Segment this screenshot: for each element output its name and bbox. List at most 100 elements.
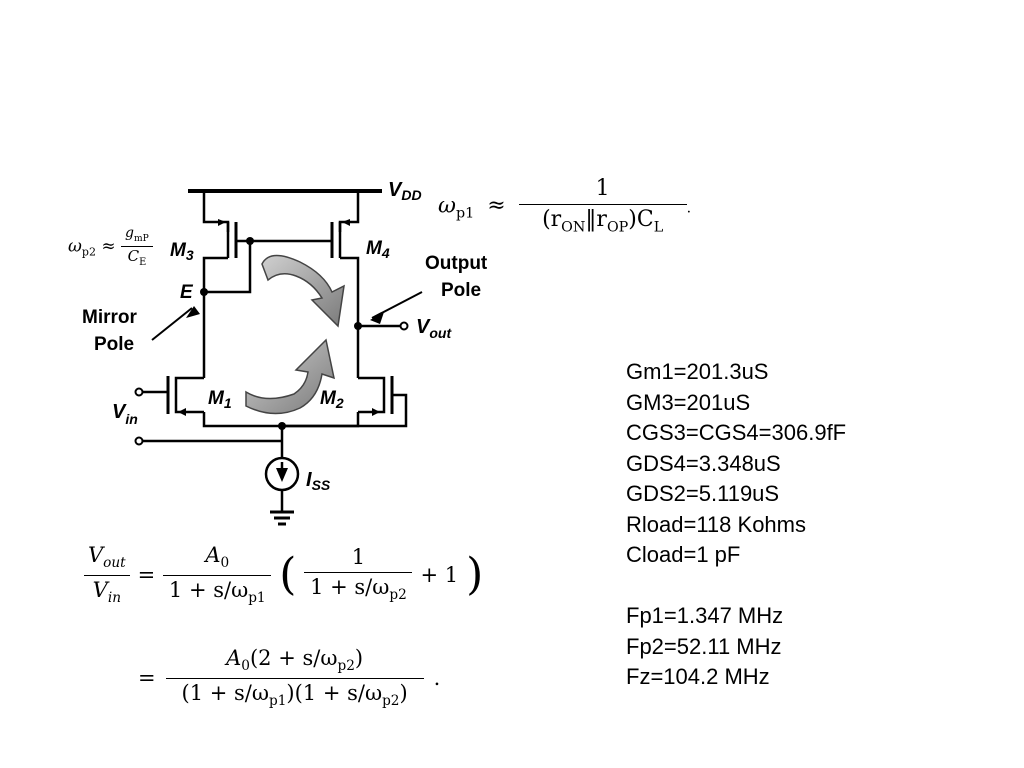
wp1-den-op: OP xyxy=(606,219,629,236)
tf-l2-den-close: ) xyxy=(399,680,408,705)
iss-label: I xyxy=(306,469,312,491)
param-gm1: Gm1=201.3uS xyxy=(626,359,769,384)
tf-l2-num-sub2: p2 xyxy=(337,658,355,675)
svg-text:M2: M2 xyxy=(320,388,344,411)
tf-paren-close: ) xyxy=(466,549,484,601)
tf-lhs-den-sub: in xyxy=(107,590,121,607)
wp2-den-sub: E xyxy=(139,256,147,268)
signal-path-arrow-top xyxy=(261,254,345,328)
tf-a0: A xyxy=(205,543,221,567)
wp1-lhs: ω xyxy=(438,193,456,219)
wp1-den-l: L xyxy=(653,219,664,236)
wp2-den: C xyxy=(127,246,140,265)
tf-lhs-num-sub: out xyxy=(103,555,126,572)
svg-text:M1: M1 xyxy=(208,388,232,411)
mirror-pole-line1: Mirror xyxy=(82,307,138,328)
vout-label: V xyxy=(416,316,431,338)
tf-eq2: = xyxy=(138,665,156,690)
transfer-function-line1: Vout Vin = A0 1 + s/ωp1 ( 1 1 + s/ωp2 + … xyxy=(84,545,483,606)
m3-sub: 3 xyxy=(186,247,194,263)
tf-lhs-den: V xyxy=(92,577,108,602)
tf-l2-den-a-sub: p1 xyxy=(268,693,287,710)
tf-l2-den-b-sub: p2 xyxy=(382,693,400,710)
m4-sub: 4 xyxy=(381,245,390,261)
m1-sub: 1 xyxy=(224,395,232,411)
param-gds2: GDS2=5.119uS xyxy=(626,481,780,506)
vdd-label: V xyxy=(388,179,403,201)
signal-path-arrow-bottom xyxy=(245,338,336,415)
m2-sub: 2 xyxy=(335,395,344,411)
tf-l2-den-a: (1 + s/ω xyxy=(181,680,269,705)
tf-inner-den-sub: p2 xyxy=(389,587,407,604)
wp1-den-par: ‖r xyxy=(585,207,607,232)
wp1-lhs-sub: p1 xyxy=(455,205,475,222)
m1-label: M xyxy=(208,388,225,409)
circuit-markers xyxy=(178,219,384,482)
a0-over-den1: A0 1 + s/ωp1 xyxy=(163,543,272,607)
param-cload: Cload=1 pF xyxy=(626,542,741,567)
tf-eq1: = xyxy=(137,562,156,587)
param-gm3: GM3=201uS xyxy=(626,389,751,415)
vin-sub: in xyxy=(125,411,137,427)
m3-label: M xyxy=(170,240,187,261)
parameter-list: Gm1=201.3uS GM3=201uS CGS3=CGS4=306.9fF … xyxy=(626,357,846,693)
wp2-equation: ωp2 ≈ gmP CE xyxy=(68,226,153,268)
tf-inner-num: 1 xyxy=(304,547,413,574)
svg-text:VDD: VDD xyxy=(388,179,422,203)
vout-vin-fraction: Vout Vin xyxy=(84,545,130,606)
iss-sub: SS xyxy=(312,477,331,493)
result-fp1: Fp1=1.347 MHz xyxy=(626,603,784,628)
tf-l2-num-close: ) xyxy=(354,646,364,670)
m4-label: M xyxy=(366,238,383,259)
wp2-num: g xyxy=(125,225,135,241)
svg-text:ISS: ISS xyxy=(306,469,331,493)
wp1-fraction: 1 (rON‖rOP)CL xyxy=(518,178,687,236)
tf-inner-den: 1 + s/ω xyxy=(310,575,390,600)
svg-text:M4: M4 xyxy=(366,238,390,261)
wp1-den-on: ON xyxy=(561,219,586,236)
output-pole-line2: Pole xyxy=(441,280,481,301)
m2-label: M xyxy=(320,388,337,409)
wp1-den-open: (r xyxy=(542,207,562,232)
transfer-function-line2: = A0(2 + s/ωp2) (1 + s/ωp1)(1 + s/ωp2) . xyxy=(138,648,440,709)
tf-l2-num: A xyxy=(226,646,242,670)
tf-plus1: + 1 xyxy=(420,562,459,587)
param-rload: Rload=118 Kohms xyxy=(626,511,806,537)
tf-l2-num-sub: 0 xyxy=(241,658,250,675)
tf-a0-sub: 0 xyxy=(220,555,230,572)
circuit-wires xyxy=(142,189,423,526)
tf-lhs-num: V xyxy=(88,543,104,567)
tf-den1: 1 + s/ω xyxy=(168,577,249,602)
svg-text:Vout: Vout xyxy=(416,316,452,341)
wp2-approx: ≈ xyxy=(101,236,116,257)
vin-label: V xyxy=(112,401,127,423)
wp1-num: 1 xyxy=(518,178,687,205)
wp1-approx: ≈ xyxy=(487,193,506,219)
param-spacer xyxy=(626,571,846,602)
mirror-pole-line2: Pole xyxy=(94,334,134,355)
result-fp2: Fp2=52.11 MHz xyxy=(626,633,782,659)
vdd-sub: DD xyxy=(401,187,421,203)
wp1-tail: . xyxy=(686,200,692,217)
output-pole-line1: Output xyxy=(425,253,488,274)
wp2-lhs-sub: p2 xyxy=(81,245,96,259)
tf-period: . xyxy=(433,665,441,690)
tf-den1-sub: p1 xyxy=(248,590,266,607)
param-cgs: CGS3=CGS4=306.9fF xyxy=(626,420,847,445)
tf-l2-den-b: )(1 + s/ω xyxy=(286,680,383,705)
result-fz: Fz=104.2 MHz xyxy=(626,664,770,689)
wp1-den-close: )C xyxy=(628,207,654,232)
wp2-lhs: ω xyxy=(68,236,82,257)
wp1-equation: ωp1 ≈ 1 (rON‖rOP)CL . xyxy=(438,178,691,235)
svg-text:M3: M3 xyxy=(170,240,194,263)
terminal-circles xyxy=(134,321,409,446)
wp2-fraction: gmP CE xyxy=(121,226,153,268)
svg-text:Vin: Vin xyxy=(112,401,138,427)
param-gds4: GDS4=3.348uS xyxy=(626,450,781,476)
node-e-label: E xyxy=(180,282,194,303)
tf-l2-num-rest: (2 + s/ω xyxy=(249,646,338,670)
wp2-num-sub: mP xyxy=(134,233,149,244)
tf-paren-open: ( xyxy=(279,549,297,601)
